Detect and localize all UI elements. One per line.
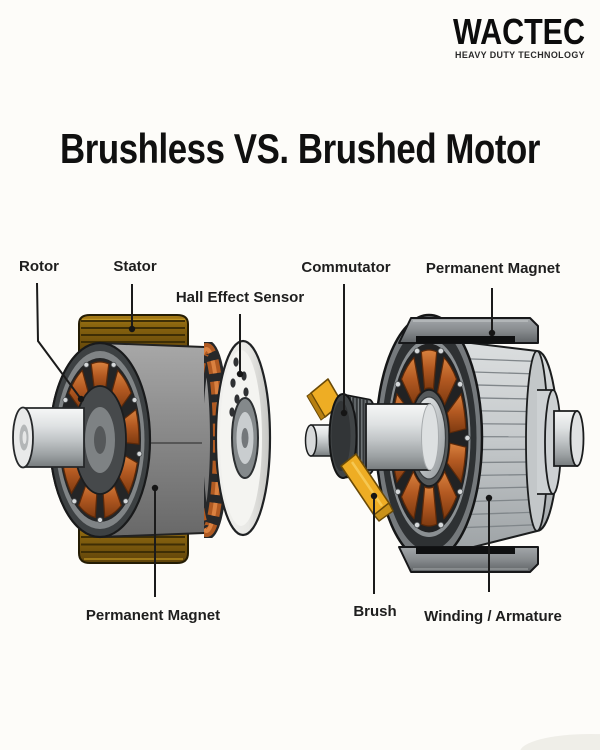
bearing-dot [136, 450, 143, 457]
corner-shadow [520, 734, 600, 750]
leader-winding-armature [485, 494, 493, 592]
coil-segment [420, 485, 438, 527]
leader-lines [36, 282, 496, 597]
page-title: Brushless VS. Brushed Motor [60, 125, 540, 172]
circle-shape [151, 484, 159, 492]
bearing-dot [97, 517, 103, 523]
coil-segment [436, 356, 458, 407]
circle-shape [485, 494, 493, 502]
circle-shape [236, 370, 244, 378]
ellipse-shape [304, 424, 318, 457]
brand-logo: WACTEC HEAVY DUTY TECHNOLOGY [453, 11, 585, 61]
bearing-dot [110, 361, 117, 368]
permanent-magnet-bottom [398, 546, 539, 573]
label-stator: Stator [113, 258, 157, 275]
brand-tagline: HEAVY DUTY TECHNOLOGY [455, 50, 585, 61]
circle-shape [488, 329, 496, 337]
coil-segment [446, 442, 467, 484]
bearing-dot [413, 521, 421, 529]
path-shape [416, 336, 515, 344]
ellipse-shape [233, 357, 239, 367]
label-brush: Brush [353, 603, 396, 620]
coil-segment [400, 356, 422, 407]
ellipse-shape [229, 407, 235, 417]
coil-segment [420, 349, 438, 391]
rear-shaft-assembly [525, 350, 585, 532]
ellipse-shape [234, 394, 240, 404]
leader-permanent-magnet-left [151, 484, 159, 597]
leader-permanent-magnet-right [488, 288, 496, 337]
bearing-dot [437, 347, 444, 355]
circle-shape [128, 325, 136, 333]
bearing-dot [83, 361, 90, 368]
ellipse-shape [331, 401, 351, 471]
leader-commutator [340, 284, 348, 417]
bearing-dot [437, 521, 444, 529]
shaft-sleeve [365, 403, 439, 471]
circle-shape [340, 409, 348, 417]
path-shape [537, 389, 553, 495]
label-winding-armature: Winding / Armature [424, 608, 562, 625]
bearing-dot [131, 397, 138, 403]
leader-stator [128, 284, 136, 333]
path-shape [416, 546, 515, 554]
motor-shaft [12, 406, 85, 469]
polygon-shape [373, 502, 394, 522]
coil-segment [436, 469, 458, 520]
hall-sensor-board [214, 339, 272, 537]
ellipse-shape [94, 426, 106, 454]
coil-segment [446, 392, 467, 434]
path-shape [350, 461, 384, 507]
brand-name: WACTEC [453, 11, 585, 52]
polyline-shape [36, 282, 82, 400]
ellipse-shape [230, 378, 236, 388]
leader-rotor [36, 282, 85, 403]
circle-shape [370, 492, 378, 500]
label-commutator: Commutator [301, 259, 390, 276]
bearing-dot [464, 434, 471, 442]
path-shape [365, 403, 431, 471]
bearing-dot [457, 381, 464, 388]
permanent-magnet-top [398, 317, 539, 344]
label-permanent-magnet-right: Permanent Magnet [426, 260, 560, 277]
coil-segment [400, 469, 422, 520]
bearing-dot [122, 498, 129, 505]
bearing-dot [62, 397, 69, 403]
label-permanent-magnet-left: Permanent Magnet [86, 607, 220, 624]
bearing-dot [413, 347, 421, 355]
bearing-dot [457, 488, 464, 495]
bearing-dots [387, 347, 471, 529]
label-rotor: Rotor [19, 258, 59, 275]
circle-shape [77, 395, 85, 403]
brush-lower [340, 453, 394, 522]
label-hall-effect-sensor: Hall Effect Sensor [176, 289, 305, 306]
ellipse-shape [569, 410, 585, 467]
leader-hall-sensor [236, 314, 244, 378]
part-labels: Rotor Stator Hall Effect Sensor Permanen… [19, 258, 562, 625]
ellipse-shape [241, 428, 249, 448]
bearing-dot [394, 488, 401, 495]
ellipse-shape [421, 403, 439, 471]
bearing-dot [394, 381, 401, 388]
leader-brush [370, 492, 378, 594]
polygon-shape [306, 392, 326, 421]
bearing-dot [71, 498, 78, 505]
brushed-motor-illustration [304, 313, 585, 573]
ellipse-shape [243, 387, 249, 397]
ellipse-shape [22, 431, 27, 444]
